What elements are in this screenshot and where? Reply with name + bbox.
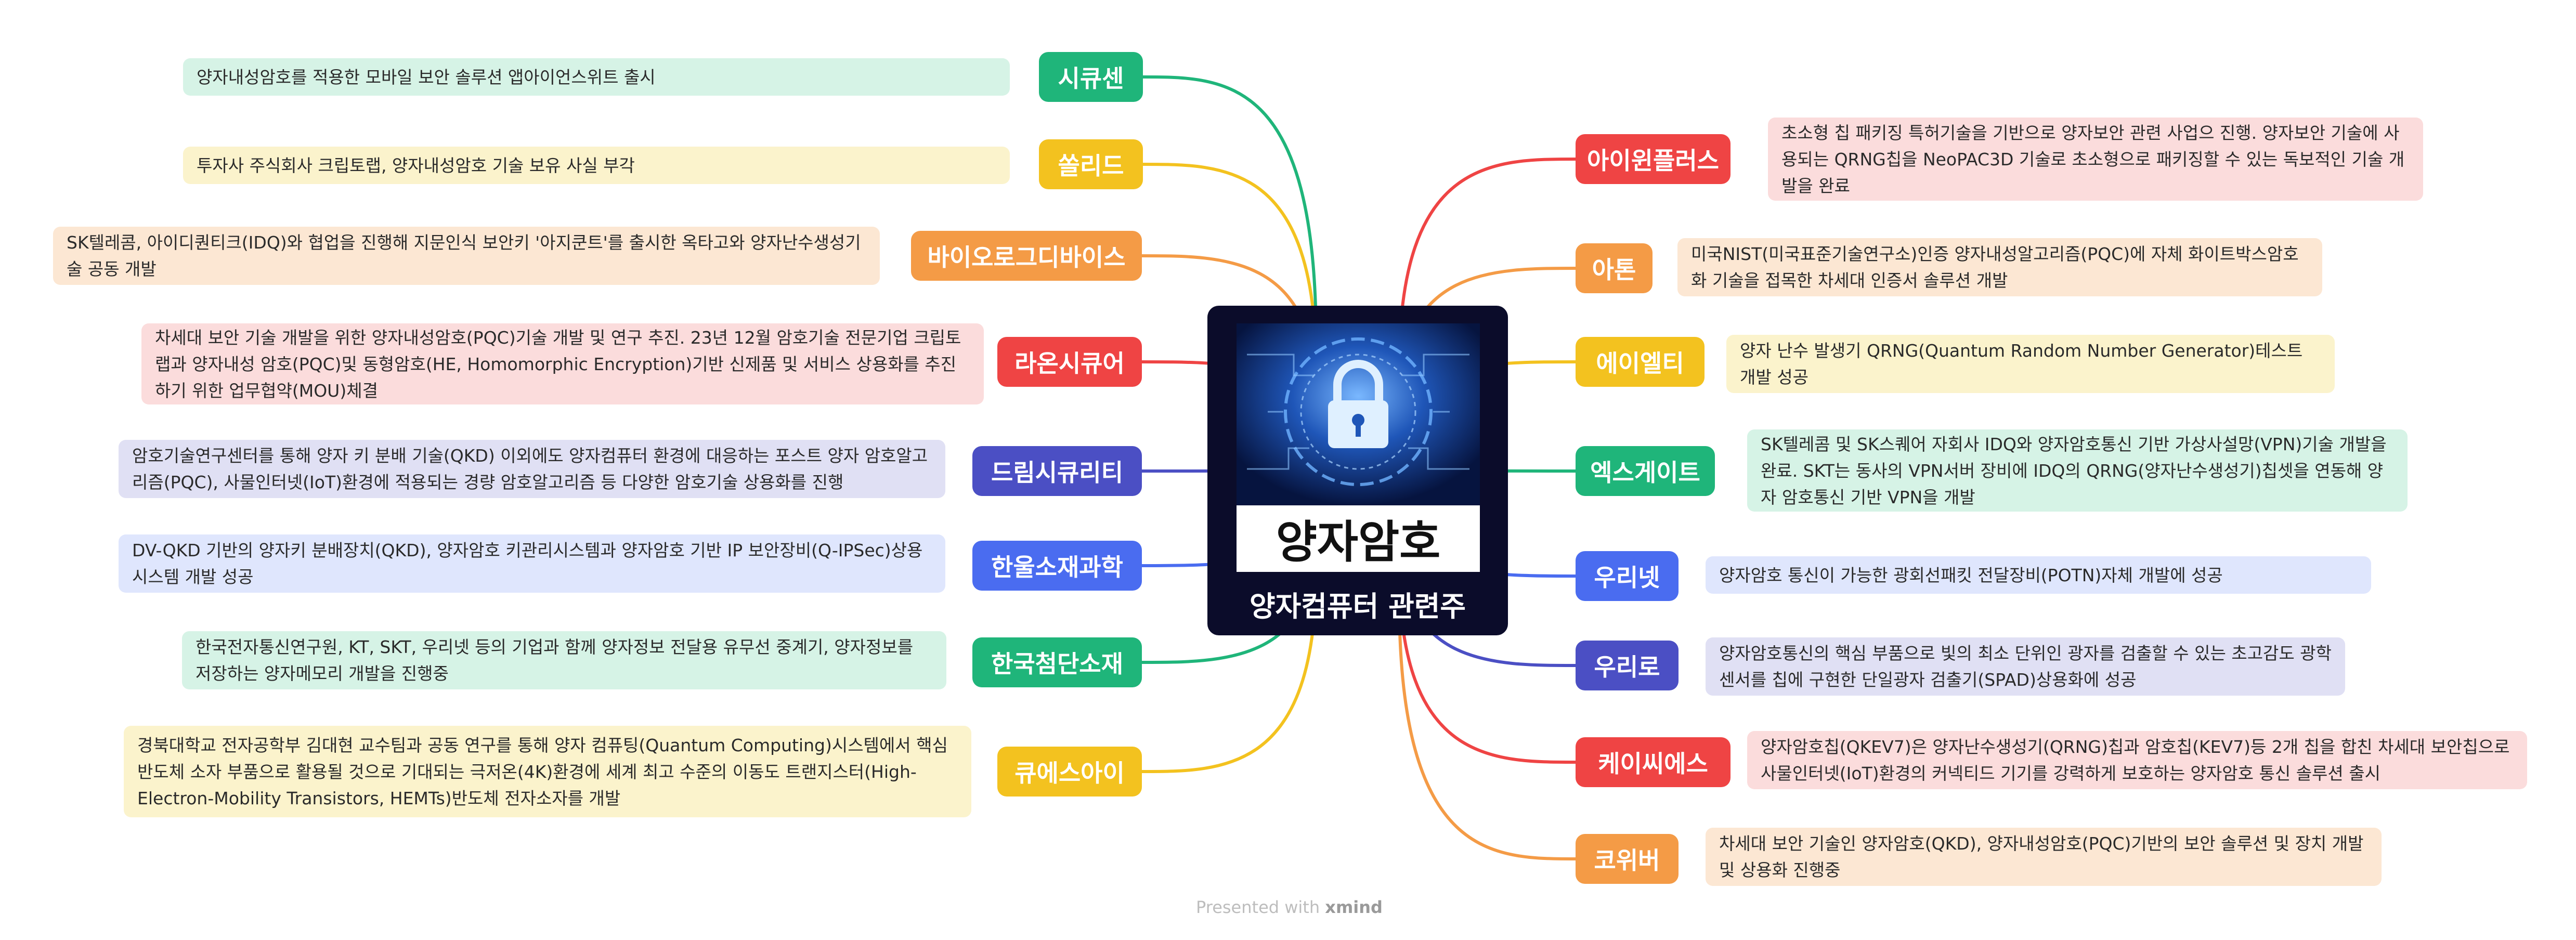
central-image: 양자암호 [1237, 323, 1480, 572]
footer-brand: xmind [1325, 897, 1383, 917]
topic-label: 드림시큐리티 [991, 459, 1123, 487]
central-topic[interactable]: 양자암호 양자컴퓨터 관련주 [1207, 306, 1508, 635]
note-left-2[interactable]: SK텔레콤, 아이디퀀티크(IDQ)와 협업을 진행해 지문인식 보안키 '아지… [53, 227, 880, 285]
note-left-0[interactable]: 양자내성암호를 적용한 모바일 보안 솔루션 앱아이언스위트 출시 [183, 58, 1010, 96]
note-text: 한국전자통신연구원, KT, SKT, 우리넷 등의 기업과 함께 양자정보 전… [196, 637, 914, 684]
topic-left-1[interactable]: 쏠리드 [1039, 139, 1143, 189]
topic-left-2[interactable]: 바이오로그디바이스 [911, 231, 1142, 281]
topic-label: 우리넷 [1594, 564, 1660, 592]
note-text: SK텔레콤 및 SK스퀘어 자회사 IDQ와 양자암호통신 기반 가상사설망(V… [1761, 434, 2387, 507]
topic-label: 케이씨에스 [1598, 750, 1708, 778]
note-right-1[interactable]: 미국NIST(미국표준기술연구소)인증 양자내성알고리즘(PQC)에 자체 화이… [1677, 238, 2322, 296]
topic-right-7[interactable]: 코위버 [1576, 834, 1679, 884]
topic-label: 바이오로그디바이스 [927, 243, 1126, 271]
connector-right-6 [1398, 566, 1577, 764]
topic-left-6[interactable]: 한국첨단소재 [972, 637, 1142, 687]
topic-label: 쏠리드 [1058, 152, 1124, 180]
topic-label: 아톤 [1592, 256, 1636, 284]
note-text: 초소형 칩 패키징 특허기술을 기반으로 양자보안 관련 사업으 진행. 양자보… [1781, 122, 2405, 196]
connector-left-0 [1141, 75, 1318, 342]
note-left-6[interactable]: 한국전자통신연구원, KT, SKT, 우리넷 등의 기업과 함께 양자정보 전… [182, 631, 946, 689]
note-right-6[interactable]: 양자암호칩(QKEV7)은 양자난수생성기(QRNG)칩과 암호칩(KEV7)등… [1747, 731, 2527, 789]
topic-left-7[interactable]: 큐에스아이 [997, 747, 1142, 797]
topic-right-5[interactable]: 우리로 [1576, 641, 1679, 690]
connector-left-1 [1141, 163, 1318, 371]
connector-right-0 [1398, 158, 1577, 369]
topic-right-1[interactable]: 아톤 [1576, 243, 1653, 293]
note-right-0[interactable]: 초소형 칩 패키징 특허기술을 기반으로 양자보안 관련 사업으 진행. 양자보… [1768, 118, 2423, 201]
topic-label: 시큐센 [1058, 64, 1124, 93]
padlock-circuit-icon: 양자암호 [1237, 323, 1480, 568]
note-text: 차세대 보안 기술인 양자암호(QKD), 양자내성암호(PQC)기반의 보안 … [1719, 833, 2364, 880]
note-right-5[interactable]: 양자암호통신의 핵심 부품으로 빛의 최소 단위인 광자를 검출할 수 있는 초… [1706, 637, 2345, 696]
central-image-title: 양자암호 [1276, 516, 1440, 568]
note-text: SK텔레콤, 아이디퀀티크(IDQ)와 협업을 진행해 지문인식 보안키 '아지… [67, 232, 861, 279]
topic-label: 라온시큐어 [1014, 349, 1125, 377]
topic-right-2[interactable]: 에이엘티 [1576, 337, 1705, 387]
note-left-4[interactable]: 암호기술연구센터를 통해 양자 키 분배 기술(QKD) 이외에도 양자컴퓨터 … [119, 440, 945, 498]
footer-prefix: Presented with [1196, 897, 1320, 917]
note-text: 양자암호 통신이 가능한 광회선패킷 전달장비(POTN)자체 개발에 성공 [1719, 565, 2223, 585]
note-right-2[interactable]: 양자 난수 발생기 QRNG(Quantum Random Number Gen… [1726, 335, 2335, 393]
topic-label: 코위버 [1594, 846, 1660, 874]
topic-label: 우리로 [1594, 653, 1660, 681]
note-right-3[interactable]: SK텔레콤 및 SK스퀘어 자회사 IDQ와 양자암호통신 기반 가상사설망(V… [1747, 429, 2408, 512]
note-text: 양자내성암호를 적용한 모바일 보안 솔루션 앱아이언스위트 출시 [197, 67, 656, 87]
topic-right-6[interactable]: 케이씨에스 [1576, 737, 1731, 787]
note-left-3[interactable]: 차세대 보안 기술 개발을 위한 양자내성암호(PQC)기술 개발 및 연구 추… [141, 323, 984, 404]
note-text: 양자 난수 발생기 QRNG(Quantum Random Number Gen… [1740, 341, 2303, 387]
note-left-7[interactable]: 경북대학교 전자공학부 김대현 교수팀과 공동 연구를 통해 양자 컴퓨팅(Qu… [124, 726, 971, 817]
note-text: 양자암호통신의 핵심 부품으로 빛의 최소 단위인 광자를 검출할 수 있는 초… [1719, 643, 2332, 690]
note-text: 양자암호칩(QKEV7)은 양자난수생성기(QRNG)칩과 암호칩(KEV7)등… [1761, 737, 2510, 784]
note-left-5[interactable]: DV-QKD 기반의 양자키 분배장치(QKD), 양자암호 키관리시스템과 양… [119, 534, 945, 593]
topic-right-3[interactable]: 엑스게이트 [1576, 446, 1715, 496]
topic-label: 큐에스아이 [1014, 759, 1125, 787]
connector-left-7 [1140, 569, 1318, 773]
topic-right-0[interactable]: 아이윈플러스 [1576, 134, 1731, 184]
topic-left-3[interactable]: 라온시큐어 [997, 337, 1142, 387]
note-left-1[interactable]: 투자사 주식회사 크립토랩, 양자내성암호 기술 보유 사실 부각 [183, 147, 1010, 184]
connector-right-7 [1398, 598, 1577, 860]
note-text: DV-QKD 기반의 양자키 분배장치(QKD), 양자암호 키관리시스템과 양… [132, 540, 923, 587]
topic-left-0[interactable]: 시큐센 [1039, 52, 1143, 102]
note-right-7[interactable]: 차세대 보안 기술인 양자암호(QKD), 양자내성암호(PQC)기반의 보안 … [1706, 828, 2382, 886]
note-text: 경북대학교 전자공학부 김대현 교수팀과 공동 연구를 통해 양자 컴퓨팅(Qu… [137, 735, 948, 808]
topic-label: 에이엘티 [1596, 349, 1684, 377]
topic-label: 한국첨단소재 [991, 650, 1123, 678]
topic-label: 엑스게이트 [1590, 459, 1700, 487]
note-text: 암호기술연구센터를 통해 양자 키 분배 기술(QKD) 이외에도 양자컴퓨터 … [132, 446, 928, 492]
footer-credit: Presented with xmind [1196, 897, 1383, 920]
note-text: 투자사 주식회사 크립토랩, 양자내성암호 기술 보유 사실 부각 [197, 155, 635, 176]
topic-right-4[interactable]: 우리넷 [1576, 551, 1679, 601]
topic-left-4[interactable]: 드림시큐리티 [972, 446, 1142, 496]
note-text: 차세대 보안 기술 개발을 위한 양자내성암호(PQC)기술 개발 및 연구 추… [155, 327, 961, 401]
note-right-4[interactable]: 양자암호 통신이 가능한 광회선패킷 전달장비(POTN)자체 개발에 성공 [1706, 556, 2371, 594]
topic-label: 아이윈플러스 [1587, 147, 1719, 175]
note-text: 미국NIST(미국표준기술연구소)인증 양자내성알고리즘(PQC)에 자체 화이… [1691, 244, 2299, 291]
topic-label: 한울소재과학 [991, 553, 1123, 581]
topic-left-5[interactable]: 한울소재과학 [972, 541, 1142, 591]
central-caption: 양자컴퓨터 관련주 [1249, 590, 1466, 623]
